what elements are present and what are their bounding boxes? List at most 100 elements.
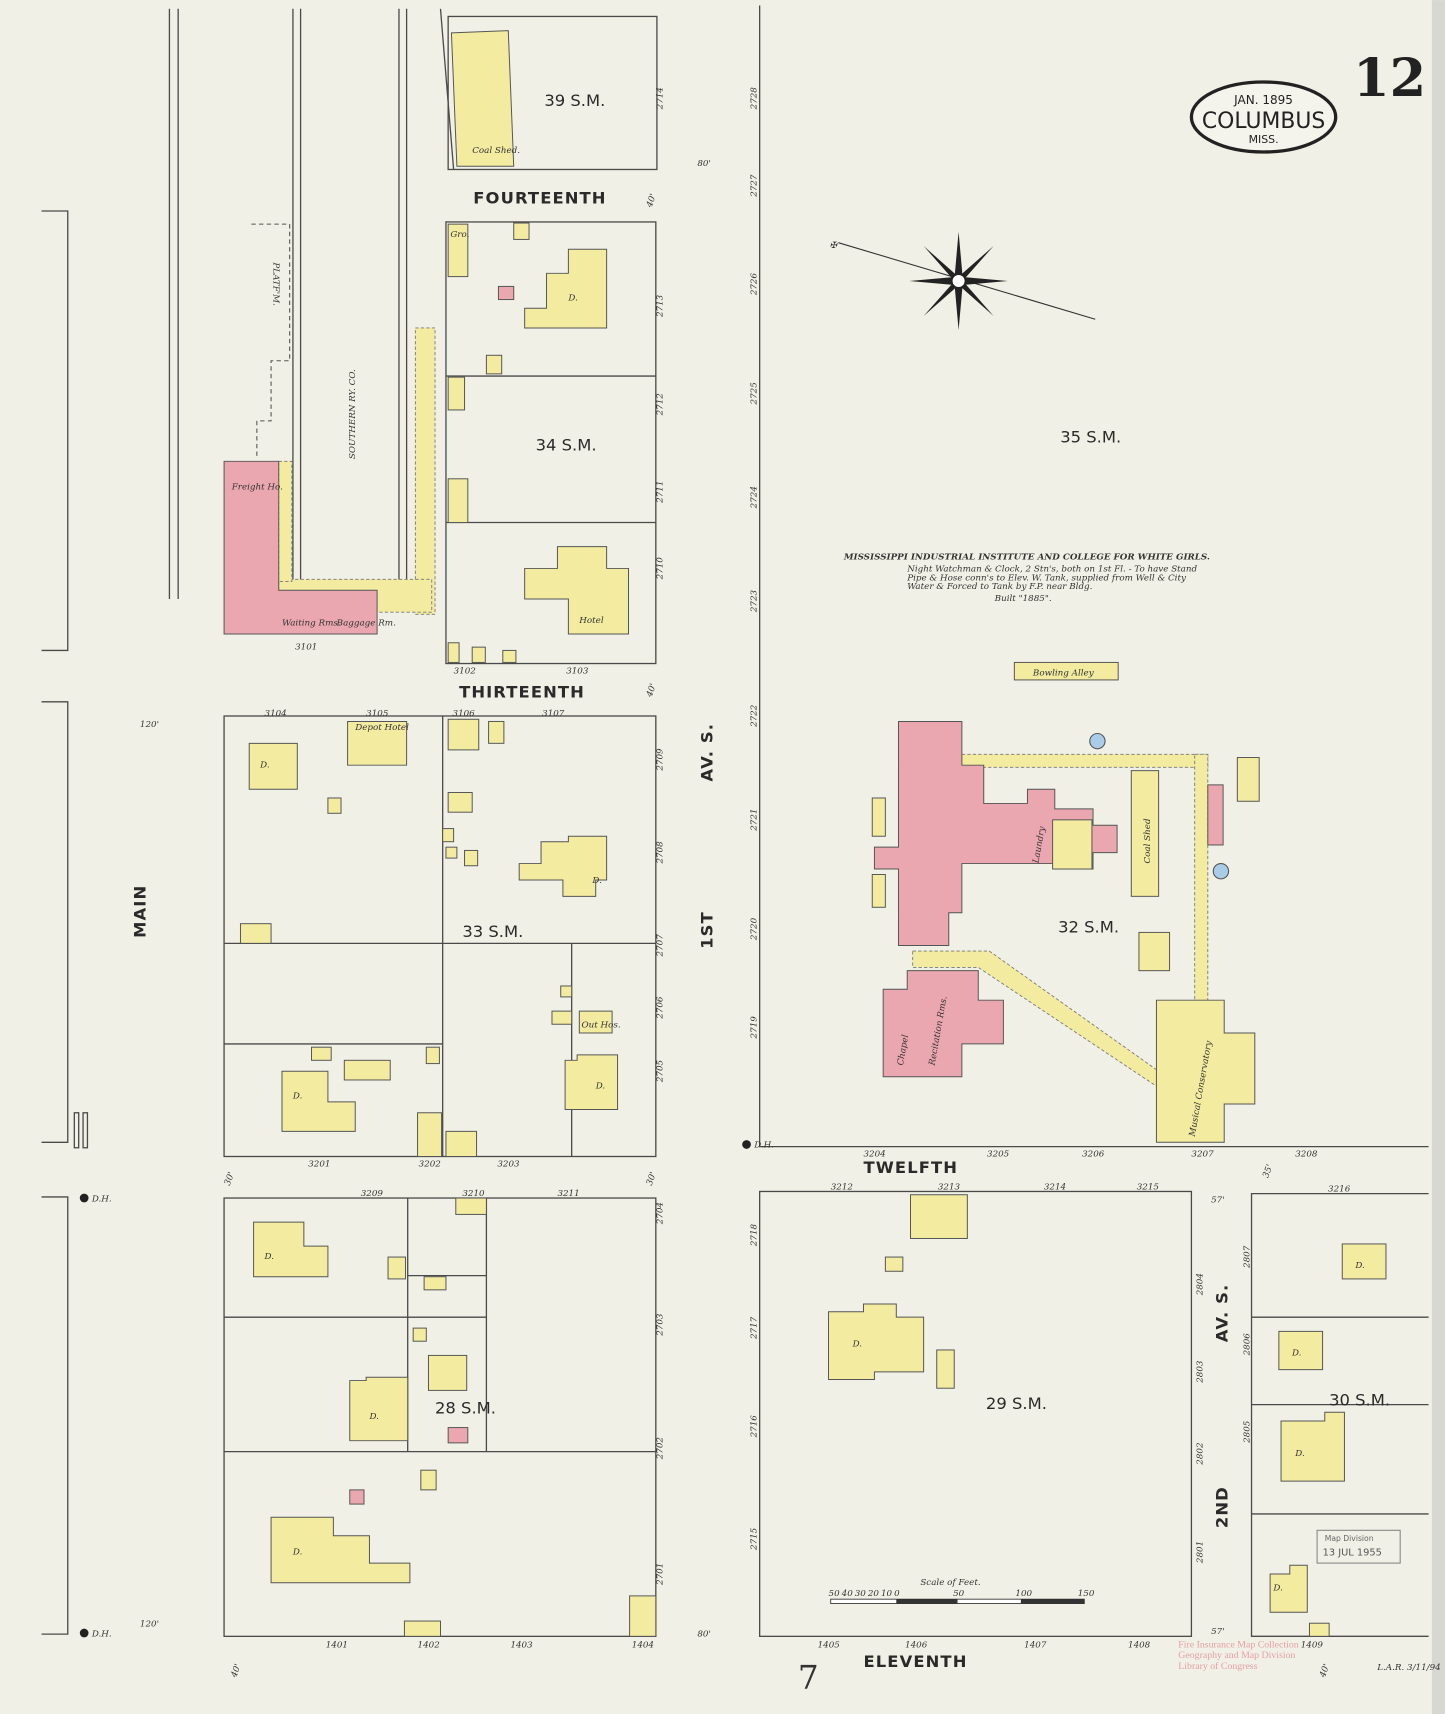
- library-stamp: Map Division 13 JUL 1955: [1316, 1529, 1401, 1564]
- svg-text:3103: 3103: [566, 666, 589, 676]
- hotel-label: Hotel: [578, 616, 604, 626]
- block-label: 29 S.M.: [986, 1394, 1047, 1413]
- svg-text:2719: 2719: [749, 1016, 759, 1040]
- svg-text:3211: 3211: [557, 1189, 579, 1199]
- svg-text:2726: 2726: [749, 273, 759, 297]
- grocery-label: Gro.: [450, 230, 469, 240]
- svg-text:D.H.: D.H.: [91, 1629, 112, 1639]
- bowling-alley-label: Bowling Alley: [1032, 669, 1095, 679]
- street-fourteenth: FOURTEENTH: [473, 188, 606, 207]
- svg-text:120': 120': [140, 720, 159, 730]
- svg-text:3207: 3207: [1191, 1149, 1214, 1159]
- svg-text:MISS.: MISS.: [1249, 133, 1279, 146]
- svg-text:2805: 2805: [1242, 1420, 1252, 1444]
- svg-text:1405: 1405: [818, 1640, 841, 1650]
- svg-text:80': 80': [697, 1629, 711, 1639]
- block-39: [447, 15, 658, 171]
- svg-text:50: 50: [953, 1589, 965, 1599]
- svg-text:3208: 3208: [1295, 1149, 1318, 1159]
- svg-text:3213: 3213: [938, 1182, 961, 1192]
- street-second-av-b: AV. S.: [1212, 1284, 1231, 1343]
- institute-title-block: MISSISSIPPI INDUSTRIAL INSTITUTE AND COL…: [843, 553, 1210, 605]
- svg-text:3107: 3107: [542, 709, 565, 719]
- svg-text:3202: 3202: [419, 1159, 442, 1169]
- svg-text:3216: 3216: [1328, 1184, 1351, 1194]
- svg-text:2807: 2807: [1242, 1245, 1252, 1269]
- svg-text:13 JUL 1955: 13 JUL 1955: [1323, 1547, 1382, 1558]
- svg-text:30': 30': [223, 1171, 237, 1187]
- svg-text:2802: 2802: [1195, 1442, 1205, 1466]
- baggage-room-label: Baggage Rm.: [336, 618, 396, 628]
- svg-text:2706: 2706: [655, 996, 665, 1020]
- svg-text:1403: 1403: [510, 1640, 533, 1650]
- svg-text:3203: 3203: [497, 1159, 520, 1169]
- svg-text:3102: 3102: [454, 666, 477, 676]
- svg-text:D.: D.: [1354, 1261, 1364, 1271]
- freight-house-label: Freight Ho.: [231, 483, 283, 493]
- svg-text:D.H.: D.H.: [753, 1141, 774, 1151]
- svg-text:1408: 1408: [1128, 1640, 1151, 1650]
- svg-text:D.: D.: [852, 1340, 862, 1350]
- dimension-labels: 80' 40' 120' 120' 30' 30' 80' 57' 57' 35…: [140, 159, 1332, 1680]
- block-32-35: [759, 5, 1429, 1148]
- svg-text:Night Watchman & Clock, 2 Stn': Night Watchman & Clock, 2 Stn's, both on…: [906, 565, 1197, 575]
- svg-text:2724: 2724: [749, 486, 759, 509]
- street-thirteenth: THIRTEENTH: [459, 682, 585, 701]
- svg-text:D.: D.: [368, 1412, 378, 1422]
- compass-rose-icon: ✠: [830, 231, 1096, 331]
- sheet-number: 12: [1353, 48, 1426, 109]
- block-label: 28 S.M.: [435, 1398, 496, 1417]
- street-second-av-a: 2ND: [1212, 1486, 1231, 1528]
- svg-text:2712: 2712: [655, 393, 665, 417]
- main-street-edge: [41, 210, 89, 1635]
- block-28: [223, 1197, 657, 1637]
- block-33: [223, 715, 657, 1158]
- coal-shed: [450, 30, 515, 167]
- svg-text:3105: 3105: [366, 709, 389, 719]
- block-label: 30 S.M.: [1329, 1391, 1390, 1410]
- svg-text:3214: 3214: [1044, 1182, 1066, 1192]
- svg-text:2715: 2715: [749, 1527, 759, 1551]
- svg-text:2803: 2803: [1195, 1360, 1205, 1384]
- svg-text:D.: D.: [595, 1082, 605, 1092]
- dwelling-labels: D. D. D. D. D. D. D. D. D. D. D. D. D.: [259, 294, 1365, 1594]
- block-29: [759, 1190, 1193, 1637]
- svg-text:Geography and Map Division: Geography and Map Division: [1178, 1650, 1295, 1661]
- svg-text:JAN. 1895: JAN. 1895: [1233, 93, 1293, 107]
- svg-text:1406: 1406: [905, 1640, 928, 1650]
- svg-text:3106: 3106: [453, 709, 476, 719]
- out-house-label: Out Hos.: [581, 1021, 620, 1031]
- platform-label: PLATF'M.: [270, 261, 280, 306]
- svg-text:2716: 2716: [749, 1415, 759, 1439]
- railway-name: SOUTHERN RY. CO.: [348, 369, 358, 459]
- svg-text:2721: 2721: [749, 809, 759, 832]
- svg-text:D.: D.: [1291, 1348, 1301, 1358]
- svg-text:3210: 3210: [462, 1189, 485, 1199]
- svg-text:2713: 2713: [655, 294, 665, 318]
- svg-text:2703: 2703: [655, 1313, 665, 1337]
- block-30: [1250, 1193, 1429, 1637]
- street-main: MAIN: [130, 885, 149, 938]
- svg-text:40: 40: [841, 1589, 854, 1599]
- svg-text:30: 30: [855, 1589, 867, 1599]
- svg-text:57': 57': [1211, 1627, 1225, 1637]
- scan-edge: [1431, 0, 1445, 1714]
- svg-text:D.: D.: [1272, 1583, 1282, 1593]
- svg-text:2717: 2717: [749, 1316, 759, 1340]
- svg-text:3215: 3215: [1137, 1182, 1160, 1192]
- svg-text:2722: 2722: [749, 704, 759, 728]
- hydrant-markers: D.H. D.H. D.H.: [79, 1140, 774, 1639]
- svg-text:3206: 3206: [1082, 1149, 1105, 1159]
- svg-text:10: 10: [881, 1589, 893, 1599]
- svg-text:120': 120': [140, 1620, 159, 1630]
- svg-text:2709: 2709: [655, 748, 665, 772]
- street-first-av-a: 1ST: [698, 911, 717, 949]
- address-numbers: 3101 3102 3103 3104 3105 3106 3107 3201 …: [265, 642, 1351, 1650]
- svg-text:1401: 1401: [326, 1640, 348, 1650]
- svg-text:D.: D.: [292, 1092, 302, 1102]
- svg-text:COLUMBUS: COLUMBUS: [1202, 109, 1325, 134]
- railroad-tracks: [168, 8, 455, 600]
- svg-text:3205: 3205: [987, 1149, 1010, 1159]
- svg-text:40': 40': [645, 193, 659, 210]
